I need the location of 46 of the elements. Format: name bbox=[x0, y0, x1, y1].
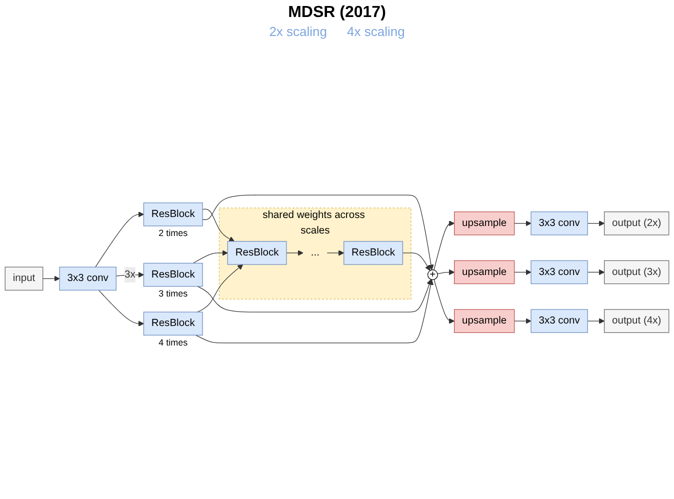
arrow bbox=[95, 212, 144, 268]
arrow bbox=[192, 250, 228, 264]
arrow bbox=[202, 208, 235, 242]
diagram-title: MDSR (2017) bbox=[288, 4, 386, 22]
arrow bbox=[514, 220, 532, 226]
arrow bbox=[587, 269, 605, 276]
node-box: upsample bbox=[454, 212, 515, 236]
node-box: output (3x) bbox=[604, 260, 670, 284]
arrow bbox=[587, 220, 605, 226]
arrow bbox=[437, 269, 455, 276]
node-box: ResBlock bbox=[143, 202, 203, 226]
node-text: ... bbox=[310, 247, 320, 258]
arrow bbox=[202, 194, 434, 270]
arrow bbox=[587, 318, 605, 324]
arrow bbox=[434, 220, 455, 270]
arrow bbox=[286, 250, 304, 256]
node-box: ResBlock bbox=[344, 241, 404, 265]
edge-label: 3x bbox=[124, 269, 136, 280]
arrow bbox=[514, 318, 532, 324]
node-box: upsample bbox=[454, 260, 515, 284]
node-box: ResBlock bbox=[143, 312, 203, 336]
node-box: ResBlock bbox=[143, 262, 203, 287]
arrow bbox=[42, 276, 60, 282]
arrow bbox=[434, 279, 455, 324]
arrow bbox=[195, 279, 434, 344]
node-box: output (2x) bbox=[604, 212, 670, 236]
arrow bbox=[514, 269, 532, 276]
node-box: output (4x) bbox=[604, 309, 670, 333]
node-box: 3x3 conv bbox=[530, 309, 588, 333]
arrow bbox=[98, 290, 144, 326]
scaling-note: 4x scaling bbox=[347, 24, 405, 39]
node-box: upsample bbox=[454, 309, 515, 333]
node-box: ResBlock bbox=[227, 241, 287, 265]
repeat-count: 3 times bbox=[158, 288, 188, 299]
arrow bbox=[197, 279, 432, 312]
node-box: 3x3 conv bbox=[59, 266, 116, 291]
repeat-count: 4 times bbox=[158, 337, 188, 348]
arrow bbox=[402, 252, 430, 271]
node-box: 3x3 conv bbox=[530, 212, 588, 236]
repeat-count: 2 times bbox=[158, 228, 188, 238]
scaling-note: 2x scaling bbox=[269, 24, 327, 39]
node-circle: + bbox=[427, 270, 438, 280]
arrow bbox=[197, 264, 244, 312]
node-box: input bbox=[4, 266, 44, 291]
arrow bbox=[326, 250, 344, 256]
node-box: 3x3 conv bbox=[530, 260, 588, 284]
